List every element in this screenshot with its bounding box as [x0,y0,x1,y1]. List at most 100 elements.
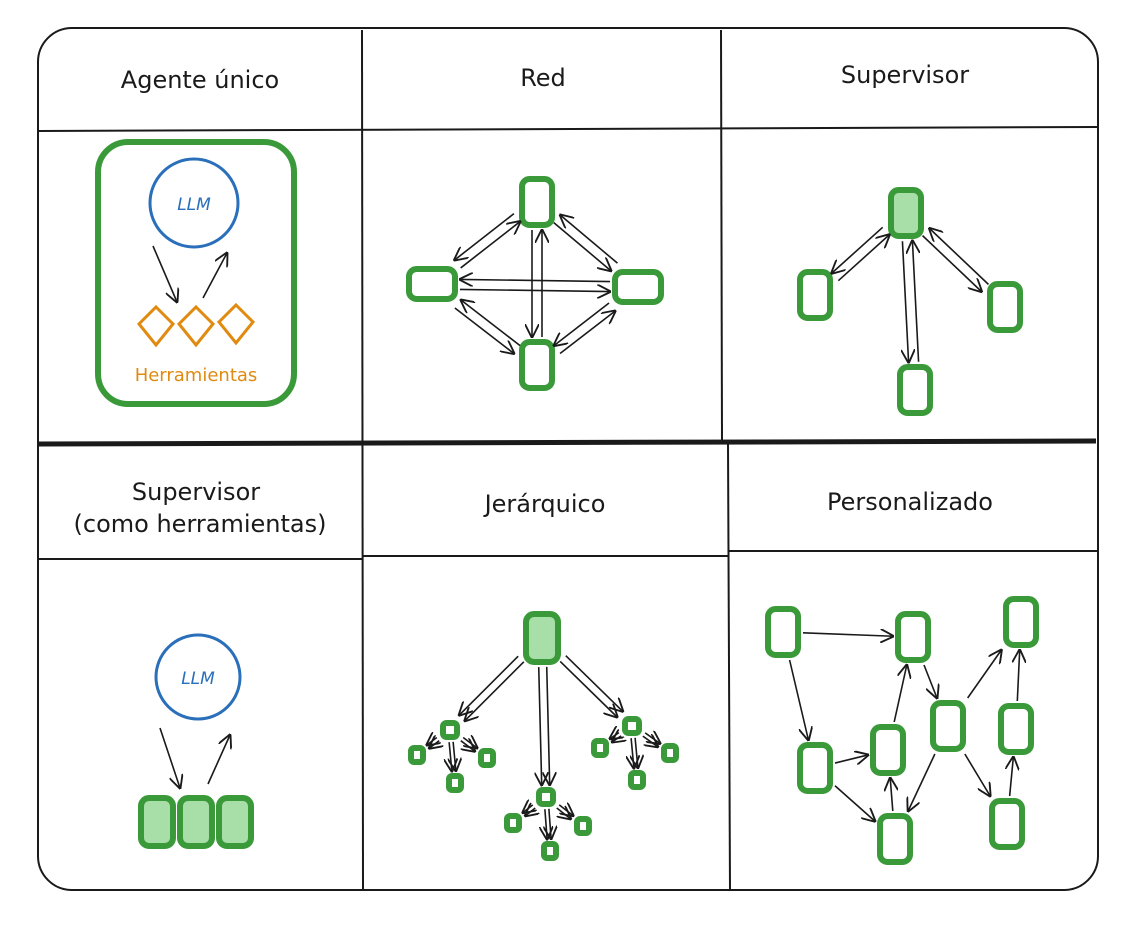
arrow [966,650,1002,699]
agent-node [408,745,426,765]
tool-diamond-icon [176,304,216,348]
tool-diamond-icon [136,304,176,348]
panel-title-single-agent: Agente único [121,66,279,94]
llm-label: LLM [181,669,215,689]
agent-node [138,795,176,849]
tools-label: Herramientas [135,365,258,386]
agent-node [523,611,561,665]
arrow [893,665,907,723]
row-divider [37,438,1097,447]
arrow [834,755,868,763]
llm-label: LLM [177,195,211,215]
arrow [631,738,634,768]
arrow [554,302,610,346]
agent-node [504,813,522,833]
arrow [832,226,884,273]
panel-title-supervisor-tools-line1: Supervisor [132,478,260,506]
arrow [559,660,617,717]
arrow [922,235,982,292]
panel-title-supervisor: Supervisor [841,61,969,89]
arrow [560,215,618,264]
arrow [837,235,889,282]
agent-node [987,281,1023,333]
arrow [559,311,615,355]
arrow [523,805,533,813]
arrow [642,736,658,747]
agent-node [877,813,913,865]
arrow [465,661,525,721]
arrow [565,655,623,712]
column-divider-1 [361,29,364,891]
arrow [553,222,611,271]
arrow [459,655,519,715]
outer-frame [37,27,1099,891]
arrow [610,733,619,739]
arrow-llm-to-agents [159,727,180,788]
agent-node [612,269,664,305]
arrow [890,778,893,812]
panel-title-custom: Personalizado [827,488,993,516]
arrow [1010,757,1014,797]
agent-node [622,716,642,736]
arrow [462,737,477,748]
agent-node [446,773,464,793]
arrow [460,279,611,281]
agent-node [888,187,924,239]
arrow [454,307,514,354]
llm-node [154,633,242,721]
agent-node [797,742,833,794]
arrow [556,808,571,819]
arrow [427,737,437,745]
agent-node [440,720,460,740]
arrow [644,733,660,744]
tool-diamond-icon [216,302,256,346]
agent-node [519,176,555,228]
arrow [635,737,638,768]
arrows [427,214,1020,839]
arrow [929,228,989,285]
panel-title-supervisor-tools-line2: (como herramientas) [74,510,327,538]
arrow [802,633,893,636]
panel-title-hierarchical: Jerárquico [483,490,606,518]
agent-node [216,795,254,849]
arrow [547,666,550,785]
arrow [545,809,547,839]
arrow [834,785,875,822]
arrow [455,213,515,260]
agent-node [998,703,1034,755]
arrow-tools-to-llm [202,253,227,299]
arrow [902,241,908,362]
arrow [539,667,542,785]
arrow [558,805,573,816]
agent-node [541,841,559,861]
tool-diamonds [136,302,256,348]
arrow-agents-to-llm [207,735,230,785]
agent-node [661,743,679,763]
panel-title-network: Red [520,64,566,92]
arrow [461,300,521,347]
agent-node [536,787,556,807]
agent-node [591,738,609,758]
arrow [788,659,809,740]
llm-node [148,157,240,249]
column-divider-2-top [720,29,723,444]
agent-node [177,795,215,849]
arrow [912,241,918,362]
column-divider-2-bottom [727,442,731,891]
arrow [964,753,990,796]
arrow [449,742,452,771]
agent-node [895,611,931,663]
arrow [460,222,520,269]
agent-node [870,724,906,776]
agent-node [628,770,646,790]
agent-node [478,748,496,768]
arrow [549,808,551,839]
arrow [453,741,456,771]
arrow [908,753,936,811]
arrow [459,289,610,291]
agent-node [519,339,555,391]
agent-boundary [95,139,297,407]
arrow [923,664,937,698]
agent-node [765,606,801,658]
